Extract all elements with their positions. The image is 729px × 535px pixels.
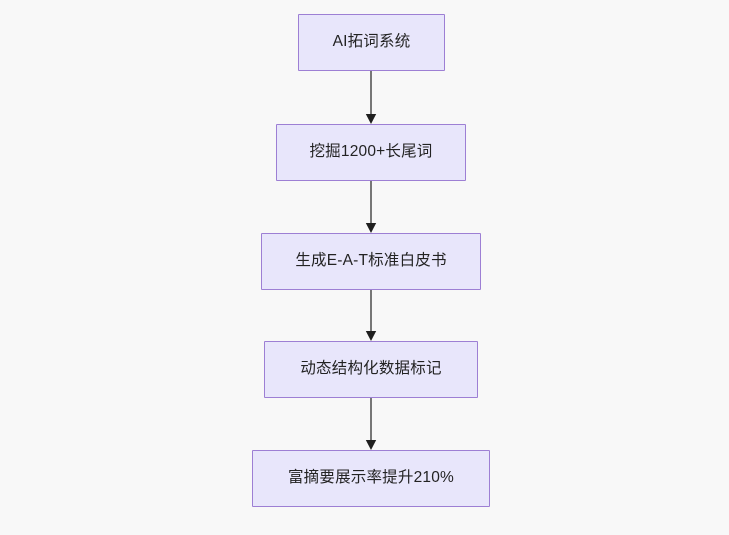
arrowhead-n1-n2 [365,114,377,124]
node-label: 挖掘1200+长尾词 [309,143,433,161]
node-label: 富摘要展示率提升210% [287,469,455,487]
edge-n1-n2 [365,71,377,124]
flowchart-node-ai-keyword-system[interactable]: AI拓词系统 [298,14,445,71]
flowchart-node-rich-snippet-impression-uplift[interactable]: 富摘要展示率提升210% [252,450,490,507]
node-label: 动态结构化数据标记 [300,360,442,378]
node-label: AI拓词系统 [332,33,411,51]
flowchart-node-dynamic-structured-data-markup[interactable]: 动态结构化数据标记 [264,341,478,398]
edge-n4-n5 [365,398,377,450]
node-label: 生成E-A-T标准白皮书 [295,252,447,270]
edge-n2-n3 [365,181,377,233]
flowchart-node-generate-eat-whitepaper[interactable]: 生成E-A-T标准白皮书 [261,233,481,290]
arrowhead-n2-n3 [365,223,377,233]
arrowhead-n3-n4 [365,331,377,341]
edge-n3-n4 [365,290,377,341]
flowchart-node-mine-longtail-keywords[interactable]: 挖掘1200+长尾词 [276,124,466,181]
arrowhead-n4-n5 [365,440,377,450]
